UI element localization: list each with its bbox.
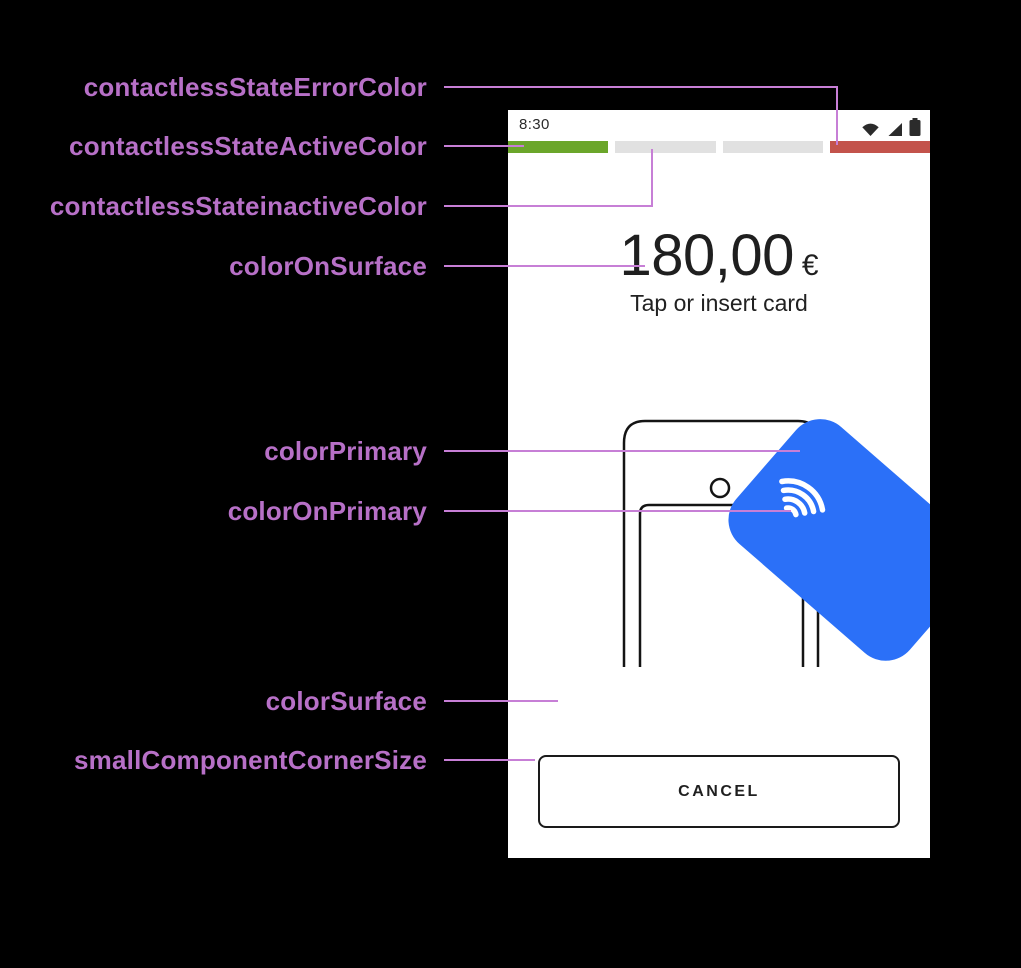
payment-screen: 8:30 180,00€ Tap or in	[508, 110, 930, 858]
camera-dot	[709, 477, 731, 499]
battery-icon	[909, 118, 921, 136]
label-small-component-corner-size: smallComponentCornerSize	[74, 745, 427, 775]
progress-segment-error	[829, 141, 930, 153]
label-color-on-surface: colorOnSurface	[229, 251, 427, 281]
instruction-text: Tap or insert card	[630, 290, 808, 316]
leader-error-color-h	[444, 86, 838, 88]
status-icons	[862, 118, 921, 136]
label-color-on-primary: colorOnPrimary	[227, 496, 427, 526]
amount-row: 180,00€	[508, 222, 930, 289]
progress-segment-inactive	[722, 141, 823, 153]
leader-inactive-color-h	[444, 205, 653, 207]
leader-active-color	[444, 145, 524, 147]
label-color-primary: colorPrimary	[264, 436, 427, 466]
label-contactless-state-inactive-color: contactlessStateinactiveColor	[49, 191, 427, 221]
label-contactless-state-active-color: contactlessStateActiveColor	[69, 131, 427, 161]
leader-inactive-color-v	[651, 149, 653, 207]
progress-segment-inactive	[615, 141, 716, 153]
status-time: 8:30	[519, 116, 550, 133]
label-color-surface: colorSurface	[265, 686, 427, 716]
progress-segment-active	[508, 141, 609, 153]
status-bar: 8:30	[508, 110, 930, 141]
label-contactless-state-error-color: contactlessStateErrorColor	[83, 72, 427, 102]
contactless-progress-bar	[508, 141, 930, 153]
leader-color-on-surface	[444, 265, 645, 267]
amount-value: 180,00	[619, 223, 794, 288]
cell-signal-icon	[888, 123, 902, 136]
wifi-icon	[862, 123, 879, 136]
leader-error-color-v	[836, 86, 838, 145]
contactless-waves-icon	[779, 478, 826, 518]
leader-color-primary	[444, 450, 800, 452]
cancel-button[interactable]: CANCEL	[538, 755, 900, 828]
leader-color-on-primary	[444, 510, 791, 512]
currency-symbol: €	[801, 249, 819, 282]
leader-color-surface	[444, 700, 558, 702]
leader-corner-size	[444, 759, 535, 761]
